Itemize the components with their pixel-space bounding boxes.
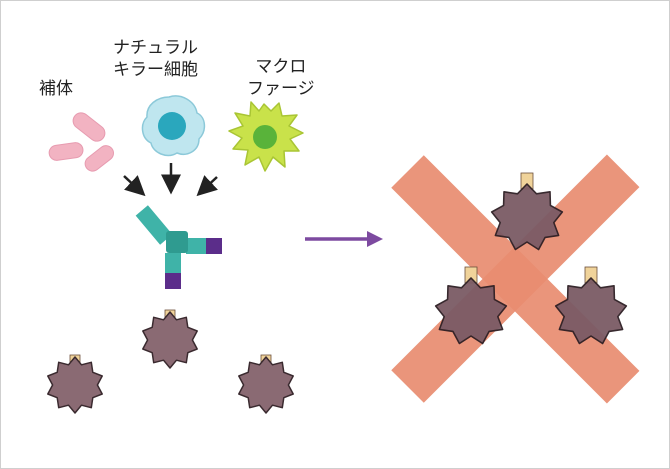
pathogen-body	[434, 277, 508, 345]
macrophage-label-line1: マクロ	[255, 57, 307, 77]
cross-bar	[391, 154, 640, 403]
pathogen	[490, 172, 564, 251]
pathogens-left	[47, 309, 294, 414]
nk-cell-nucleus	[158, 112, 186, 140]
nk-cell-label: ナチュラル キラー細胞	[113, 37, 198, 81]
antibody	[135, 205, 222, 289]
pathogen	[554, 266, 628, 345]
nk-cell	[141, 95, 206, 157]
antibody-arm-right-tip	[206, 238, 222, 254]
pathogens-right	[434, 172, 628, 345]
complement-capsule	[84, 145, 115, 172]
macrophage-label-line2: ファージ	[247, 79, 315, 99]
pathogen	[142, 309, 198, 369]
antibody-hinge	[166, 231, 188, 253]
pathogen-body	[142, 311, 198, 369]
complement-proteins	[48, 112, 115, 172]
pathogen	[47, 354, 103, 414]
complement-capsule	[48, 142, 84, 161]
arrow-from-complement	[123, 175, 146, 197]
complement-label-text: 補体	[39, 79, 73, 99]
macrophage-label: マクロ ファージ	[247, 56, 315, 100]
nk-cell-label-line2: キラー細胞	[113, 60, 198, 80]
pathogen-body	[238, 356, 294, 414]
complement-capsule	[72, 112, 106, 142]
macrophage	[228, 101, 304, 172]
pathogen-body	[554, 277, 628, 345]
complement-label: 補体	[39, 78, 73, 100]
attack-arrows	[123, 163, 218, 197]
antibody-arm-lower-tip	[165, 273, 181, 289]
pathogen	[434, 266, 508, 345]
arrow-from-macrophage	[196, 175, 218, 197]
elimination-cross	[391, 154, 640, 404]
macrophage-nucleus	[253, 125, 277, 149]
pathogen-body	[47, 356, 103, 414]
pathogen-body	[490, 183, 564, 251]
pathogen	[238, 354, 294, 414]
nk-cell-label-line1: ナチュラル	[113, 38, 198, 58]
antibody-arm-upper	[135, 205, 173, 245]
result-arrow	[305, 231, 383, 247]
